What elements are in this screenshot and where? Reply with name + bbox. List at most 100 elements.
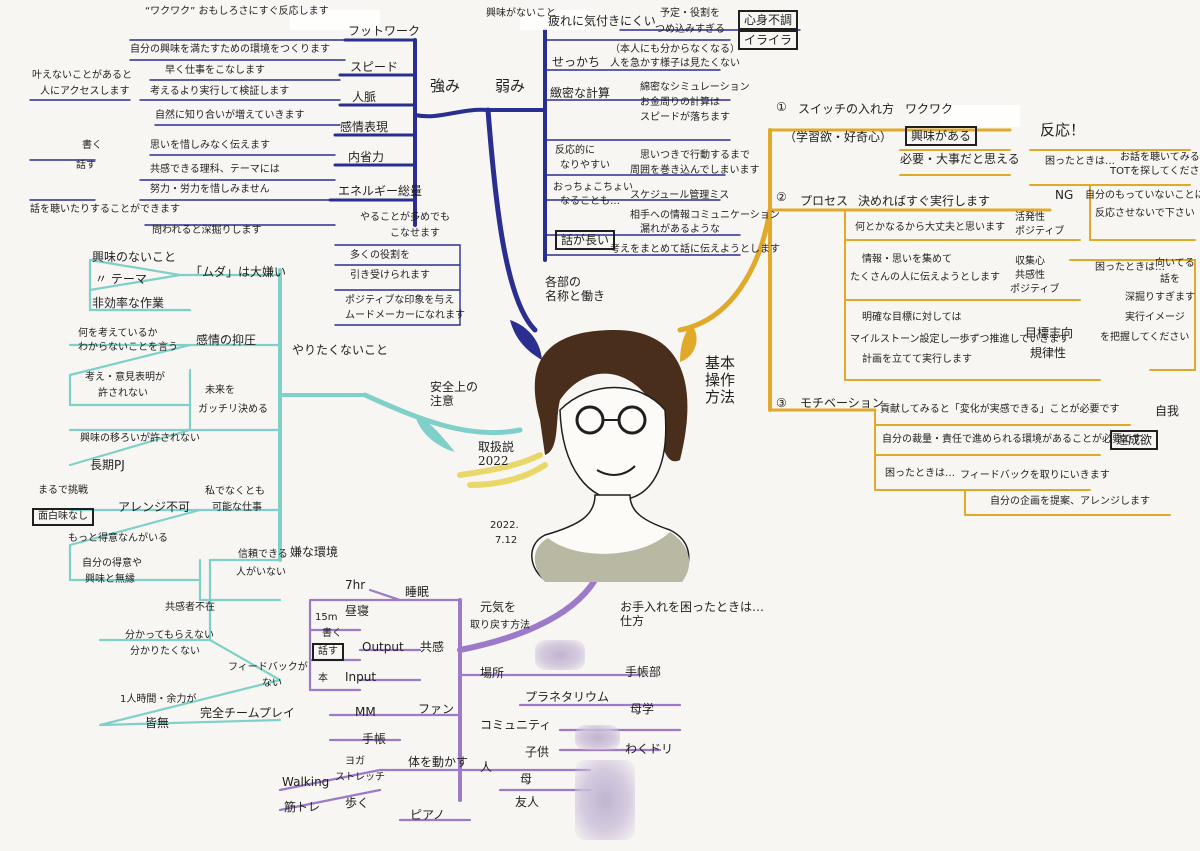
date-top: 2022. xyxy=(490,520,519,531)
trunk-purple xyxy=(457,577,598,653)
g-motiv-tag-2: 達成欲 xyxy=(1110,430,1159,450)
weaknesses-label: 弱み xyxy=(495,77,526,95)
t-suppress-2: わからないことを言う xyxy=(78,342,178,353)
g-trouble-1c: TOTを探してください xyxy=(1110,166,1200,177)
p-mother: 母学 xyxy=(630,702,655,716)
navy-brush xyxy=(510,320,542,360)
s-speed-2: 考えるより実行して検証します xyxy=(150,86,290,97)
t-theme: 〃 テーマ xyxy=(95,272,147,286)
p-piano: ピアノ xyxy=(410,808,445,822)
t-common-3: 分かりたくない xyxy=(130,646,200,657)
gold-links xyxy=(677,128,1196,516)
g-ng: NG xyxy=(1055,188,1074,202)
g-process-3b: ポジティブ xyxy=(1015,226,1065,237)
g-trouble-2d: 深掘りすぎます xyxy=(1125,292,1195,303)
s-network-left-1: 叶えないことがあると xyxy=(32,70,132,81)
p-recharge: 元気を xyxy=(480,600,517,614)
trunk-navy xyxy=(485,107,538,333)
p-write: 書く xyxy=(322,628,342,639)
s-speed: スピード xyxy=(350,60,399,74)
t-nonprod: 非効率な作業 xyxy=(92,296,165,310)
t-alone-2: 皆無 xyxy=(145,716,170,730)
w-comm-2: 漏れがあるような xyxy=(640,224,720,235)
g-goal-1: 明確な目標に対しては xyxy=(862,312,962,323)
g-trouble-1: 困ったときは… xyxy=(1045,156,1115,167)
s-footwork-1: “ワクワク” おもしろさにすぐ反応します xyxy=(145,6,329,17)
p-friend: 友人 xyxy=(515,795,540,809)
basic-ops-label: 基本 操作 方法 xyxy=(705,354,736,406)
w-reflex-2: なりやすい xyxy=(560,160,610,171)
t-trust-2: 人がいない xyxy=(236,567,286,578)
g-motiv-1: 貢献してみると「変化が実感できる」ことが必要です xyxy=(880,404,1120,415)
t-own-skill-2: 興味と無縁 xyxy=(85,574,135,585)
t-suppress-1: 何を考えているか xyxy=(78,328,158,339)
w-calc-2: お金周りの計算は xyxy=(640,97,720,108)
g-react: 反応！ xyxy=(1040,121,1086,139)
t-alone: 1人時間・余力が xyxy=(120,694,197,705)
w-calc-3: スピードが落ちます xyxy=(640,112,730,123)
s-energy-7: ムードメーカーになれます xyxy=(345,310,465,321)
g-trouble-2b: 向いてる xyxy=(1155,258,1195,269)
p-planetarium: プラネタリウム xyxy=(525,690,610,704)
t-future-2: ガッチリ決める xyxy=(198,404,268,415)
g-process-5: たくさんの人に伝えようとします xyxy=(850,272,1000,283)
teal-brush xyxy=(415,415,455,452)
s-introspect-2: 努力・労力を惜しみません xyxy=(150,184,270,195)
t-interest-limit: 興味の移ろいが許されない xyxy=(80,433,200,444)
g-motivation-num: ③ xyxy=(776,396,787,410)
t-long-pj: 長期PJ xyxy=(90,458,125,472)
s-energy-4: 多くの役割を xyxy=(350,250,410,261)
p-speak: 話す xyxy=(312,643,344,661)
s-energy-5: 引き受けられます xyxy=(350,270,430,281)
w-hasty: せっかち xyxy=(552,55,601,69)
s-emotion: 感情表現 xyxy=(340,120,389,134)
s-introspect-1: 共感できる理科、テーマには xyxy=(150,164,280,175)
w-calc: 緻密な計算 xyxy=(550,86,611,100)
t-tool: 私でなくとも xyxy=(205,486,265,497)
strengths-leaf-lines xyxy=(29,39,461,326)
t-feedback-2: ない xyxy=(262,678,282,689)
date-bottom: 7.12 xyxy=(495,535,518,546)
trunk-teal xyxy=(362,392,523,436)
face xyxy=(559,386,667,501)
strengths-links xyxy=(29,28,801,333)
p-walk: 歩く xyxy=(345,796,370,810)
t-mudai: 「ムダ」は大嫌い xyxy=(190,265,287,279)
blurred-area-1 xyxy=(535,640,585,670)
t-overwork: まるで挑戦 xyxy=(38,485,88,496)
p-output: Output xyxy=(362,640,404,654)
s-speed-1: 早く仕事をこなします xyxy=(165,65,265,76)
s-introspect: 内省力 xyxy=(348,150,385,164)
strengths-label: 強み xyxy=(430,77,461,95)
p-community: コミュニティ xyxy=(480,718,552,732)
w-tired: 疲れに気付きにくい xyxy=(548,14,656,28)
p-muscle: 筋トレ xyxy=(284,800,321,814)
t-common: 共感者不在 xyxy=(165,602,215,613)
p-nap: 昼寝 xyxy=(345,604,370,618)
g-process-6: 収集心 xyxy=(1015,256,1045,267)
w-overload: 予定・役割を xyxy=(660,8,720,19)
s-energy: エネルギー総量 xyxy=(338,184,423,198)
s-talk-note: 話を聴いたりすることができます xyxy=(30,204,180,215)
g-process-1: 決めればすぐ実行します xyxy=(858,194,991,208)
g-trouble-2f: を把握してください xyxy=(1100,332,1190,343)
s-energy-3: こなせます xyxy=(390,228,440,239)
p-fan: ファン xyxy=(418,702,455,716)
tape-1 xyxy=(290,10,380,30)
s-network-1: 自然に知り合いが増えていきます xyxy=(155,110,305,121)
w-schedule: スケジュール管理ミス xyxy=(630,190,730,201)
p-notebook: 手帳部 xyxy=(625,665,662,679)
t-dislike: やりたくないこと xyxy=(292,343,389,357)
s-energy-2: やることが多めでも xyxy=(360,212,450,223)
t-interest: 興味のないこと xyxy=(92,250,177,264)
p-empathy: 共感 xyxy=(420,640,445,654)
g-motiv-tag: 自我 xyxy=(1155,404,1180,418)
p-body: 体を動かす xyxy=(408,755,469,769)
t-common-2: 分かってもらえない xyxy=(125,630,214,641)
g-process-6b: 共感性 xyxy=(1015,270,1045,281)
t-suppress-3: 考え・意見表明が xyxy=(85,372,165,383)
g-wakuwaku: ワクワク xyxy=(905,102,954,116)
gold-brush xyxy=(680,325,697,362)
